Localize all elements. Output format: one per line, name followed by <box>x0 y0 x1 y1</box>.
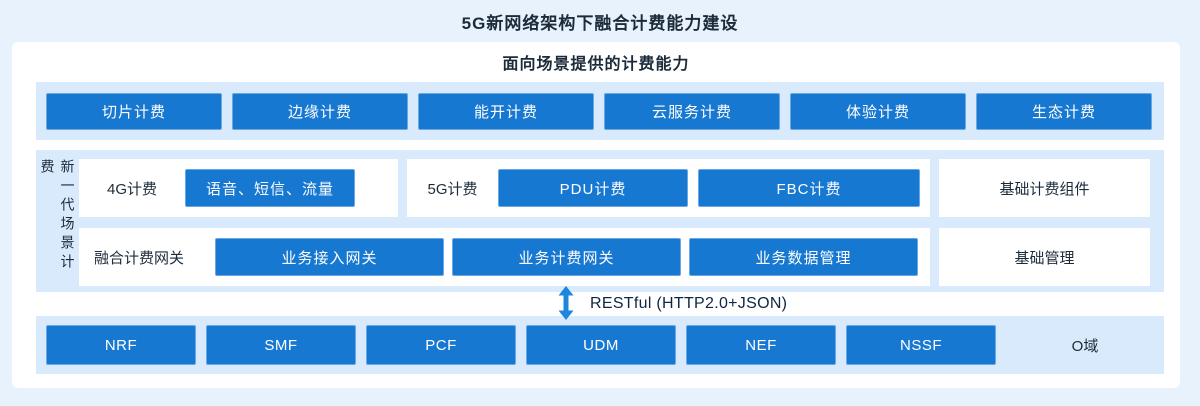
main-panel: 面向场景提供的计费能力 切片计费 边缘计费 能开计费 云服务计费 体验计费 生态… <box>12 42 1180 388</box>
capabilities-section-title: 面向场景提供的计费能力 <box>502 56 690 73</box>
o-domain-label: O域 <box>1071 337 1099 355</box>
capability-box-cloud-service-billing: 云服务计费 <box>604 92 780 130</box>
smf-box: SMF <box>206 325 356 365</box>
capability-box-experience-billing: 体验计费 <box>790 92 966 130</box>
scene-billing-row-1: 4G计费 语音、短信、流量 5G计费 PDU计费 FBC计费 基础计费组件 <box>79 159 1150 217</box>
basic-billing-components-box: 基础计费组件 <box>939 159 1150 217</box>
nef-box: NEF <box>686 325 836 365</box>
converged-billing-gateway-label: 融合计费网关 <box>93 249 184 267</box>
nrf-box: NRF <box>46 325 196 365</box>
network-functions-band: NRF SMF PCF UDM NEF NSSF O域 <box>36 316 1164 374</box>
scene-billing-content: 4G计费 语音、短信、流量 5G计费 PDU计费 FBC计费 基础计费组件 融合… <box>79 159 1150 286</box>
5g-billing-group: 5G计费 PDU计费 FBC计费 <box>407 159 930 217</box>
bidirectional-arrow-icon <box>558 286 574 320</box>
udm-box: UDM <box>526 325 676 365</box>
voice-sms-data-box: 语音、短信、流量 <box>185 169 355 207</box>
capability-box-edge-billing: 边缘计费 <box>232 92 408 130</box>
pdu-billing-box: PDU计费 <box>498 169 688 207</box>
5g-billing-label: 5G计费 <box>427 180 478 198</box>
service-access-gateway-box: 业务接入网关 <box>215 238 444 276</box>
interface-protocol-label: RESTful (HTTP2.0+JSON) <box>590 295 788 312</box>
capability-box-slice-billing: 切片计费 <box>46 92 222 130</box>
fbc-billing-box: FBC计费 <box>698 169 920 207</box>
converged-billing-gateway-group: 融合计费网关 业务接入网关 业务计费网关 业务数据管理 <box>79 228 930 286</box>
scene-billing-side-label: 新一代场景计费 <box>39 159 76 273</box>
capability-box-openness-billing: 能开计费 <box>418 92 594 130</box>
pcf-box: PCF <box>366 325 516 365</box>
4g-billing-group: 4G计费 语音、短信、流量 <box>79 159 398 217</box>
service-billing-gateway-box: 业务计费网关 <box>452 238 681 276</box>
scene-billing-band: 新一代场景计费 4G计费 语音、短信、流量 5G计费 PDU计费 FBC计费 基… <box>36 150 1164 292</box>
scene-billing-row-2: 融合计费网关 业务接入网关 业务计费网关 业务数据管理 基础管理 <box>79 228 1150 286</box>
capability-box-ecosystem-billing: 生态计费 <box>976 92 1152 130</box>
service-data-management-box: 业务数据管理 <box>689 238 918 276</box>
interface-row: RESTful (HTTP2.0+JSON) <box>36 286 1164 320</box>
basic-management-box: 基础管理 <box>939 228 1150 286</box>
page-title: 5G新网络架构下融合计费能力建设 <box>461 13 739 33</box>
nssf-box: NSSF <box>846 325 996 365</box>
capabilities-band: 切片计费 边缘计费 能开计费 云服务计费 体验计费 生态计费 <box>36 82 1164 140</box>
4g-billing-label: 4G计费 <box>106 180 157 198</box>
